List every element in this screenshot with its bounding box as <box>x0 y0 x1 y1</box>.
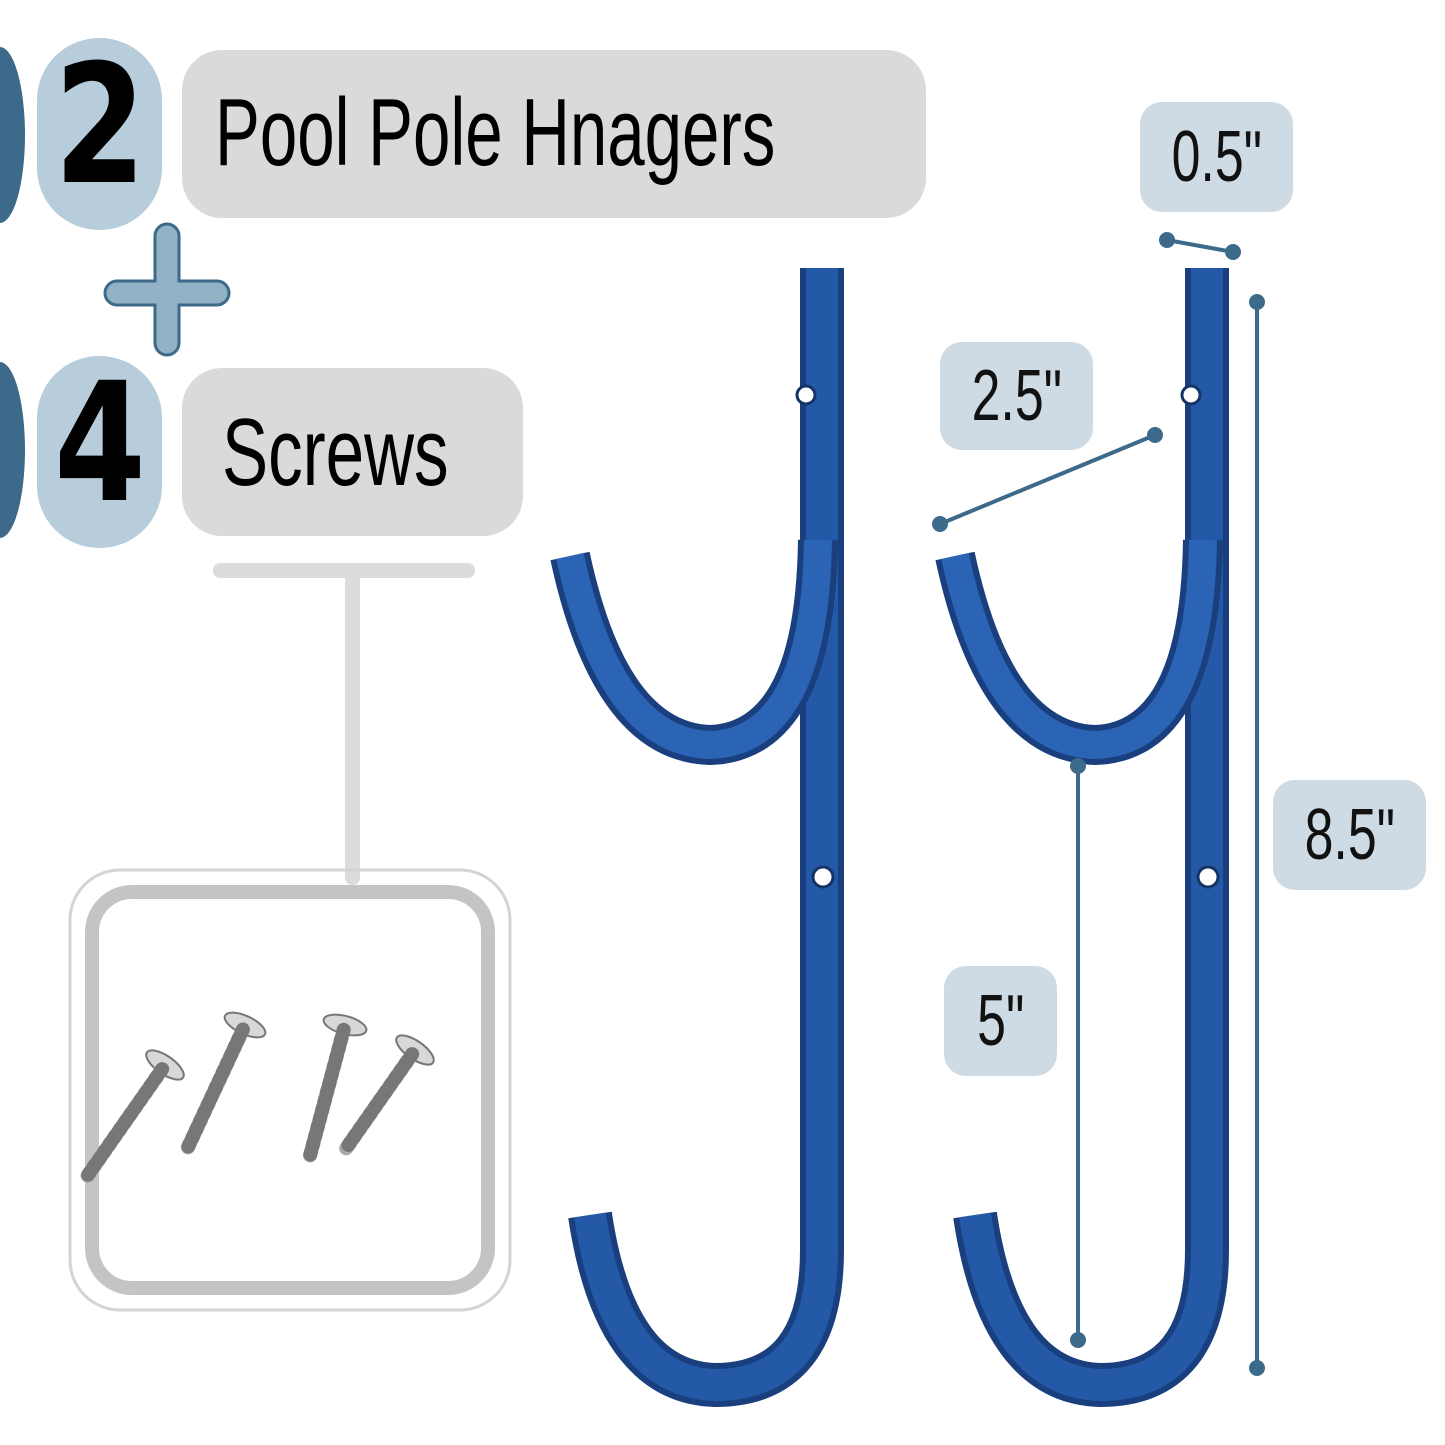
hook-spacing-value: 5" <box>976 981 1025 1061</box>
thickness-badge: 0.5" <box>1140 102 1293 212</box>
hook-spacing-badge: 5" <box>944 966 1057 1076</box>
dimension-lines <box>932 232 1265 1376</box>
screws-label: Screws <box>222 399 449 506</box>
total-length-badge: 8.5" <box>1273 780 1426 890</box>
total-length-value: 8.5" <box>1304 795 1395 875</box>
hanger-label: Pool Pole Hnagers <box>215 79 776 186</box>
count-badge-dark <box>0 47 25 223</box>
hook-depth-badge: 2.5" <box>940 342 1093 450</box>
count-badge <box>37 356 162 548</box>
screws-label-pill <box>182 368 523 536</box>
connector-bar <box>213 563 475 578</box>
screws-image <box>80 1011 435 1183</box>
screws-frame-outer <box>68 868 512 1312</box>
hanger-count: 2 <box>54 29 146 221</box>
plus-icon <box>103 222 231 357</box>
connector-line <box>345 565 360 885</box>
hanger-label-pill <box>182 50 926 218</box>
hook-depth-value: 2.5" <box>971 356 1062 436</box>
thickness-value: 0.5" <box>1171 117 1262 197</box>
count-badge-dark <box>0 362 25 538</box>
screws-frame <box>85 885 495 1295</box>
count-badge <box>37 38 162 230</box>
screw-count: 4 <box>54 347 146 539</box>
pool-pole-hanger <box>550 268 844 1408</box>
